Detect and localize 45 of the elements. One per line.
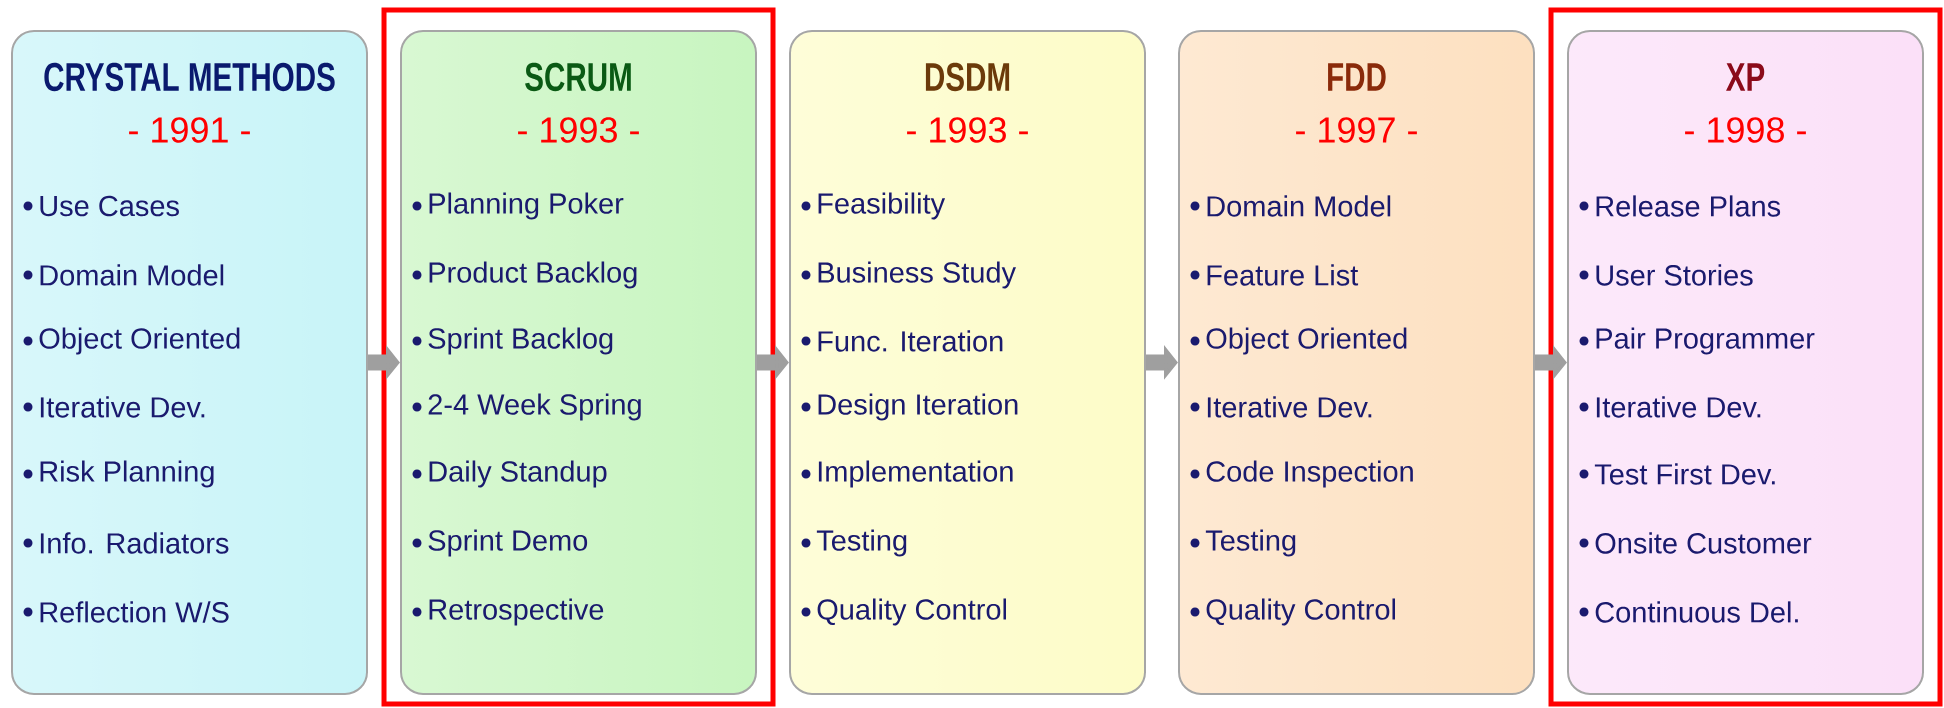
year: - 1993 - bbox=[518, 117, 639, 143]
list-item: Sprint Demo bbox=[428, 529, 588, 557]
list-item: Test First Dev. bbox=[1594, 463, 1775, 485]
list-item: Testing bbox=[816, 529, 907, 557]
list-item: Product Backlog bbox=[429, 261, 637, 289]
list-item: Quality Control bbox=[817, 598, 1006, 626]
list-item: 2-4 Week Spring bbox=[428, 393, 641, 421]
list-item: Implementation bbox=[818, 460, 1013, 488]
card-title: DSDM bbox=[925, 62, 1010, 92]
list-item: Testing bbox=[1205, 529, 1296, 557]
list-item: Daily Standup bbox=[429, 460, 607, 488]
year: - 1991 - bbox=[129, 117, 250, 143]
list-item: Planning Poker bbox=[429, 192, 624, 220]
year: - 1993 - bbox=[907, 117, 1028, 143]
list-item: Iterative Dev. bbox=[40, 396, 205, 418]
card-title: FDD bbox=[1328, 63, 1386, 91]
list-item: Sprint Backlog bbox=[428, 327, 613, 355]
list-item: Risk Planning bbox=[40, 460, 214, 488]
list-item: Feasibility bbox=[818, 192, 946, 220]
list-item: Func. Iteration bbox=[818, 330, 1003, 352]
list-item: Quality Control bbox=[1206, 598, 1395, 626]
list-item: Design Iteration bbox=[818, 393, 1018, 421]
list-item: Iterative Dev. bbox=[1207, 396, 1372, 418]
list-item: Iterative Dev. bbox=[1596, 396, 1761, 418]
list-item: Reflection W/S bbox=[40, 601, 229, 623]
list-item: Business Study bbox=[818, 261, 1016, 289]
year: - 1998 - bbox=[1685, 117, 1806, 143]
list-item: User Stories bbox=[1596, 264, 1753, 286]
list-item: Object Oriented bbox=[1206, 327, 1407, 355]
list-item: Retrospective bbox=[429, 598, 604, 626]
list-item: Feature List bbox=[1207, 264, 1359, 286]
list-item: Use Cases bbox=[40, 195, 179, 217]
list-item: Code Inspection bbox=[1206, 460, 1413, 488]
list-item: Domain Model bbox=[1207, 195, 1391, 217]
card-title: XP bbox=[1726, 63, 1765, 91]
year: - 1997 - bbox=[1296, 117, 1417, 143]
list-item: Object Oriented bbox=[39, 327, 240, 355]
list-item: Continuous Del. bbox=[1595, 601, 1798, 623]
list-item: Info. Radiators bbox=[40, 532, 229, 554]
list-item: Onsite Customer bbox=[1595, 532, 1812, 554]
list-item: Release Plans bbox=[1596, 195, 1781, 217]
card-title: CRYSTAL METHODS bbox=[44, 62, 335, 92]
card-title: SCRUM bbox=[525, 62, 631, 92]
list-item: Pair Programmer bbox=[1596, 327, 1815, 355]
list-item: Domain Model bbox=[40, 264, 224, 286]
